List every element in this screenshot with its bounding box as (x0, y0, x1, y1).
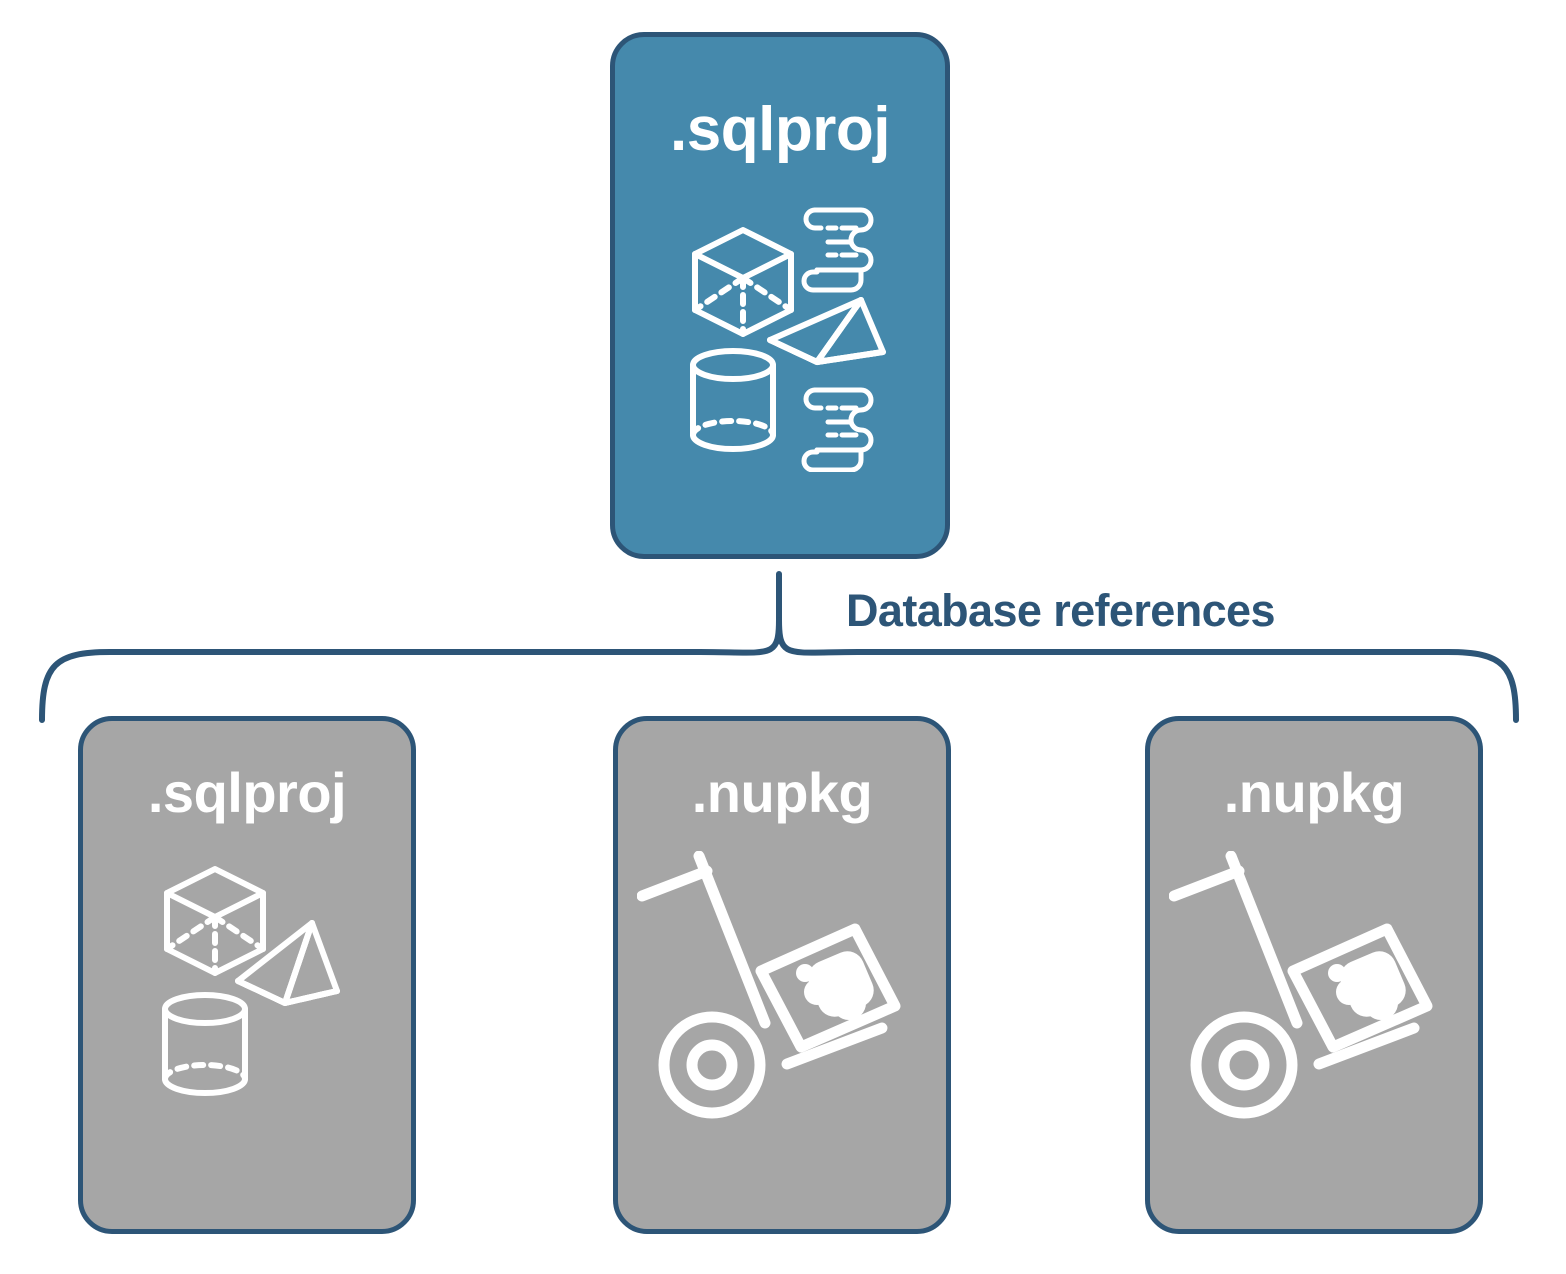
pyramid-icon (767, 297, 886, 365)
child-node-icon-group (83, 851, 411, 1211)
root-node-sqlproj[interactable]: .sqlproj (610, 32, 950, 559)
cube-icon (692, 227, 794, 337)
cylinder-icon (690, 348, 776, 452)
pyramid-icon (235, 920, 340, 1006)
package-dolly-icon (1169, 851, 1433, 1119)
child-node-icon-group (618, 851, 946, 1211)
root-node-label: .sqlproj (670, 95, 890, 164)
root-node-icon-group (615, 192, 945, 482)
cylinder-icon (162, 992, 248, 1096)
connector-caption: Database references (846, 585, 1275, 636)
child-node-nupkg-1[interactable]: .nupkg (613, 716, 951, 1234)
child-node-label: .sqlproj (147, 761, 347, 824)
package-dolly-icon (637, 851, 901, 1119)
child-node-icon-group (1150, 851, 1478, 1211)
scroll-icon (801, 387, 874, 472)
cube-icon (164, 866, 266, 976)
child-node-label: .nupkg (691, 761, 873, 824)
child-node-nupkg-2[interactable]: .nupkg (1145, 716, 1483, 1234)
scroll-icon (801, 207, 874, 293)
child-node-sqlproj[interactable]: .sqlproj (78, 716, 416, 1234)
child-node-label: .nupkg (1223, 761, 1405, 824)
